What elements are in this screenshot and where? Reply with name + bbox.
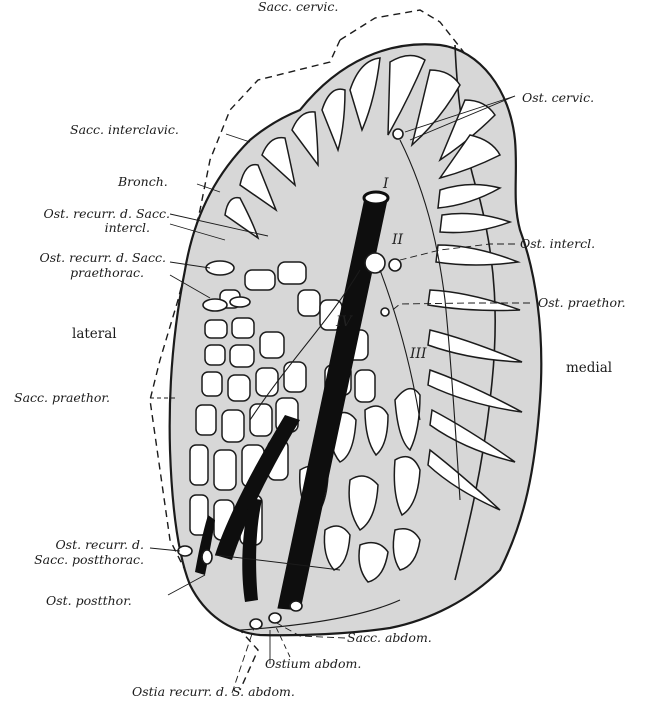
label-ost-praethor: Ost. praethor. bbox=[538, 296, 626, 310]
label-sacc-praethor: Sacc. praethor. bbox=[14, 391, 110, 405]
label-ost-postthor: Ost. postthor. bbox=[46, 594, 132, 608]
label-ost-recurr-interclav-1: Ost. recurr. d. Sacc. bbox=[20, 207, 170, 221]
label-ost-intercl: Ost. intercl. bbox=[520, 237, 595, 251]
label-sacc-cervic: Sacc. cervic. bbox=[258, 0, 338, 14]
label-lateral: lateral bbox=[72, 327, 117, 341]
label-sacc-interclavic: Sacc. interclavic. bbox=[70, 123, 179, 137]
label-ost-recurr-praethor-1: Ost. recurr. d. Sacc. bbox=[4, 251, 166, 265]
numeral-IV: IV bbox=[336, 314, 352, 330]
label-ost-recurr-interclav-2: intercl. bbox=[20, 221, 150, 235]
label-medial: medial bbox=[566, 361, 612, 375]
label-ost-recurr-praethor-2: praethorac. bbox=[4, 266, 144, 280]
label-ost-recurr-postthor-1: Ost. recurr. d. bbox=[4, 538, 144, 552]
numeral-III: III bbox=[410, 346, 427, 362]
label-sacc-abdom: Sacc. abdom. bbox=[347, 631, 432, 645]
label-ostium-abdom: Ostium abdom. bbox=[265, 657, 361, 671]
label-bronch: Bronch. bbox=[118, 175, 168, 189]
label-ost-recurr-postthor-2: Sacc. postthorac. bbox=[4, 553, 144, 567]
label-ost-cervic: Ost. cervic. bbox=[522, 91, 594, 105]
label-ostia-recurr-abdom: Ostia recurr. d. S. abdom. bbox=[132, 685, 295, 699]
numeral-II: II bbox=[392, 232, 403, 248]
numeral-I: I bbox=[383, 176, 389, 192]
